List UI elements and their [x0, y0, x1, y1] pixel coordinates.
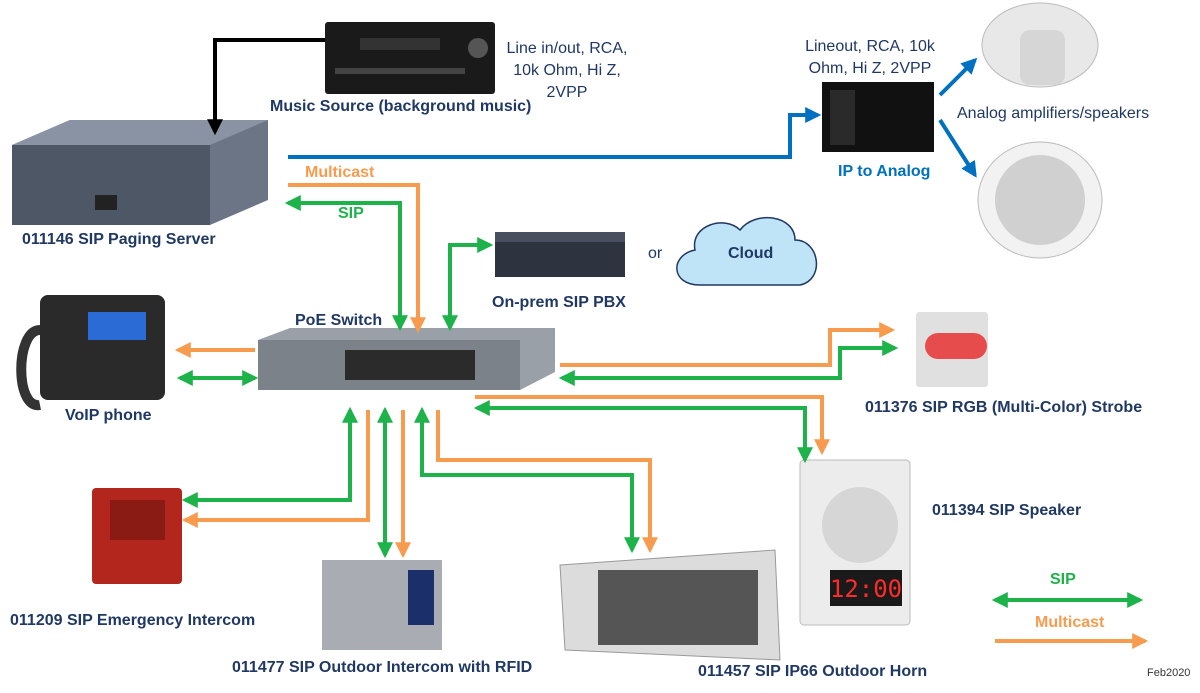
music-source-label: Music Source (background music) — [270, 98, 532, 115]
multicast-emergency — [181, 410, 370, 528]
audio-line — [207, 38, 325, 136]
emergency-intercom-device — [92, 488, 182, 584]
multicast-horn — [436, 410, 658, 554]
cloud-label: Cloud — [728, 245, 774, 262]
sip-pbx — [442, 237, 494, 332]
pbx-device — [495, 232, 625, 277]
voip-phone-device — [16, 295, 165, 410]
sip-horn — [414, 406, 640, 554]
analog-ceiling-speaker — [977, 141, 1103, 259]
emergency-intercom-label: 011209 SIP Emergency Intercom — [10, 612, 256, 629]
music-spec: Line in/out, RCA, 10k Ohm, Hi Z, 2VPP — [506, 40, 628, 101]
analog-speakers-label: Analog amplifiers/speakers — [957, 105, 1150, 122]
strobe-label: 011376 SIP RGB (Multi-Color) Strobe — [865, 399, 1143, 416]
multicast-label: Multicast — [305, 164, 375, 181]
outdoor-intercom-device — [322, 560, 442, 650]
strobe-device — [916, 312, 988, 387]
sip-strobe — [558, 340, 899, 386]
pbx-label: On-prem SIP PBX — [492, 294, 626, 311]
sip-server — [284, 195, 408, 332]
sip-speaker — [473, 400, 813, 464]
poe-switch-label: PoE Switch — [295, 312, 383, 329]
ip-to-analog-label: IP to Analog — [838, 163, 931, 180]
analog-line — [288, 107, 822, 159]
multicast-server — [288, 183, 426, 334]
ip-analog-spec: Lineout, RCA, 10k Ohm, Hi Z, 2VPP — [805, 38, 935, 77]
outdoor-horn-device — [559, 549, 781, 661]
or-label: or — [648, 245, 663, 262]
paging-server-device — [12, 120, 268, 225]
legend-sip-label: SIP — [1050, 571, 1076, 588]
cloud-shape — [676, 216, 817, 286]
date-label: Feb2020 — [1147, 667, 1191, 679]
music-source-device — [325, 22, 495, 94]
multicast-speaker — [475, 395, 830, 456]
voip-phone-label: VoIP phone — [65, 407, 152, 424]
clock-display: 12:00 — [830, 575, 902, 603]
outdoor-horn-label: 011457 SIP IP66 Outdoor Horn — [698, 663, 928, 680]
analog-line-ceiling — [938, 118, 977, 178]
sip-speaker-label: 011394 SIP Speaker — [932, 502, 1082, 519]
outdoor-intercom-label: 011477 SIP Outdoor Intercom with RFID — [232, 659, 533, 676]
sip-label: SIP — [338, 205, 364, 222]
sip-emergency — [181, 406, 358, 508]
legend-multicast-label: Multicast — [1035, 614, 1105, 631]
poe-switch-device — [258, 328, 555, 390]
analog-horn-speaker — [981, 2, 1099, 88]
ip-to-analog-device — [822, 82, 934, 152]
sip-speaker-device: 12:00 — [799, 459, 911, 626]
paging-server-label: 011146 SIP Paging Server — [22, 231, 216, 248]
analog-line-horn — [938, 57, 978, 97]
